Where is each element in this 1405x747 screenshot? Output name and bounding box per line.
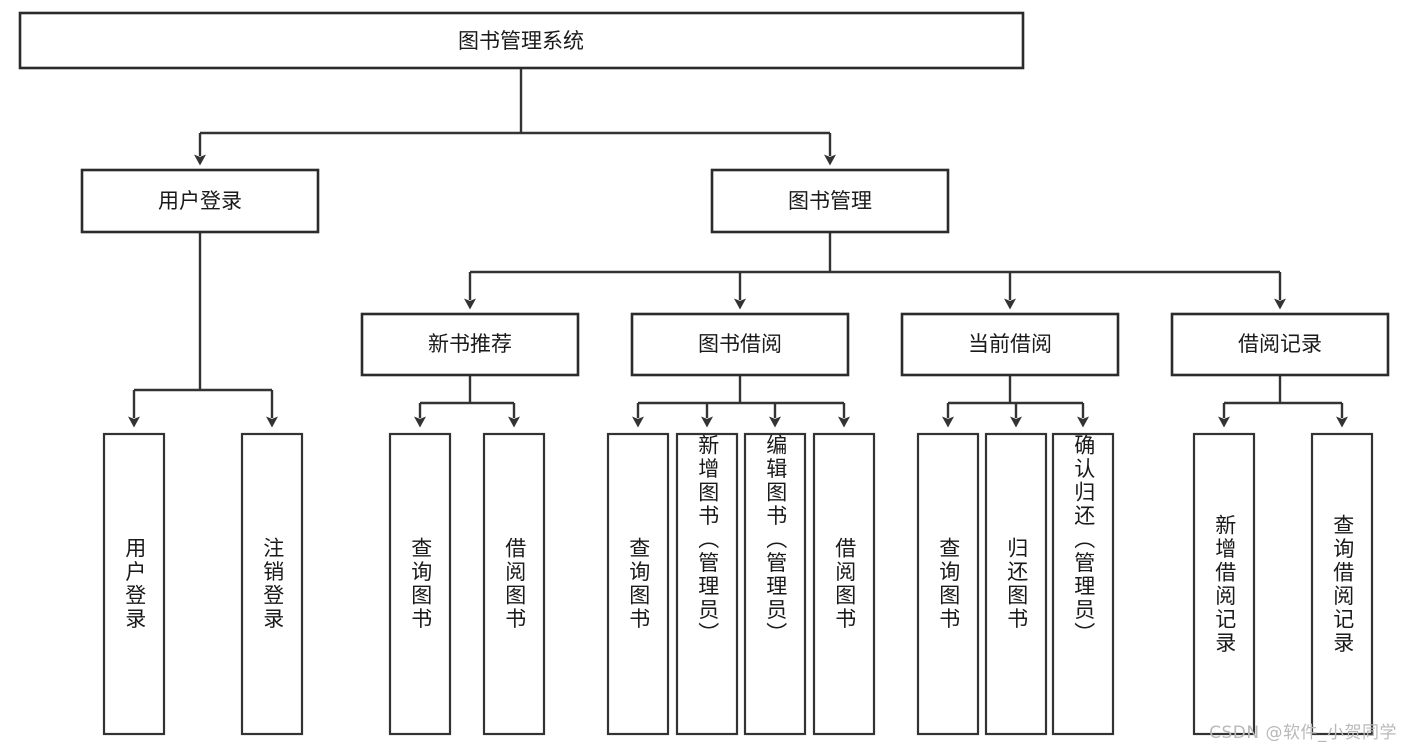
node-new-book-recommend-label: 新书推荐 (428, 332, 512, 356)
leaf-box-query-book-2[interactable] (606, 432, 670, 736)
node-new-book-recommend[interactable]: 新书推荐 (360, 312, 580, 377)
connector-userlogin-to-leaves (128, 232, 278, 428)
node-root-label: 图书管理系统 (458, 29, 584, 53)
node-current-borrow[interactable]: 当前借阅 (900, 312, 1120, 377)
node-book-manage[interactable]: 图书管理 (710, 168, 950, 234)
connector-currentborrow-to-leaves (942, 375, 1089, 428)
connector-bookborrow-to-leaves (632, 375, 850, 428)
node-current-borrow-label: 当前借阅 (968, 332, 1052, 356)
csdn-watermark: CSDN @软件_小贺同学 (1209, 723, 1397, 743)
node-book-borrow-label: 图书借阅 (698, 332, 782, 356)
node-user-login-label: 用户登录 (158, 189, 242, 213)
leaf-box-user-login[interactable] (102, 432, 166, 736)
leaf-box-query-record[interactable] (1310, 432, 1374, 736)
node-book-manage-label: 图书管理 (788, 189, 872, 213)
connector-root-to-level2 (194, 68, 836, 166)
node-root[interactable]: 图书管理系统 (18, 11, 1025, 70)
node-book-borrow[interactable]: 图书借阅 (630, 312, 850, 377)
leaf-box-borrow-book-1[interactable] (482, 432, 546, 736)
connector-borrowrecord-to-leaves (1218, 375, 1348, 428)
leaf-box-add-record[interactable] (1192, 432, 1256, 736)
leaf-box-query-book-1[interactable] (388, 432, 452, 736)
leaf-box-return-book[interactable] (984, 432, 1048, 736)
node-user-login[interactable]: 用户登录 (80, 168, 320, 234)
leaf-box-edit-book[interactable] (743, 432, 807, 736)
leaf-box-borrow-book-2[interactable] (812, 432, 876, 736)
leaf-box-logout-login[interactable] (240, 432, 304, 736)
node-borrow-record[interactable]: 借阅记录 (1170, 312, 1390, 377)
leaf-box-add-book[interactable] (675, 432, 739, 736)
leaf-box-confirm-return[interactable] (1051, 432, 1115, 736)
node-borrow-record-label: 借阅记录 (1238, 332, 1322, 356)
leaf-box-query-book-3[interactable] (916, 432, 980, 736)
connector-bookmanage-to-level3 (464, 232, 1286, 310)
connector-newbook-to-leaves (414, 375, 520, 428)
